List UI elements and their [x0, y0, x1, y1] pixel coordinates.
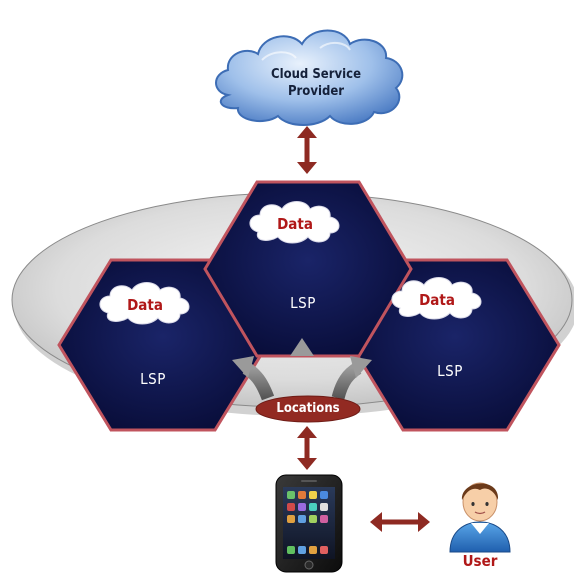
data-cloud-left — [99, 282, 190, 325]
data-cloud-center — [249, 201, 340, 244]
lsp-label-left: LSP — [140, 370, 166, 388]
arrow-locations-to-right-lsp — [331, 356, 372, 400]
cloud-icon — [215, 29, 404, 126]
user-avatar-icon — [449, 482, 511, 553]
data-cloud-right — [391, 277, 482, 320]
cloud-label-line1: Cloud Service — [270, 67, 362, 82]
arrow-cloud-to-lsp — [297, 126, 317, 174]
smartphone-icon — [275, 474, 343, 573]
arrow-locations-to-left-lsp — [232, 356, 275, 401]
arrow-phone-to-user — [370, 512, 430, 532]
arrow-locations-to-phone — [297, 426, 317, 470]
user-label: User — [462, 552, 498, 570]
locations-label: Locations — [276, 401, 340, 416]
data-label-left: Data — [127, 296, 163, 314]
arrow-locations-to-center-lsp — [290, 338, 314, 392]
data-label-right: Data — [419, 291, 455, 309]
lsp-label-right: LSP — [437, 362, 463, 380]
data-label-center: Data — [277, 215, 313, 233]
cloud-service-provider-label: Cloud Service Provider — [244, 66, 388, 100]
cloud-label-line2: Provider — [287, 84, 345, 99]
lsp-label-center: LSP — [290, 294, 316, 312]
locations-pill — [255, 395, 361, 423]
